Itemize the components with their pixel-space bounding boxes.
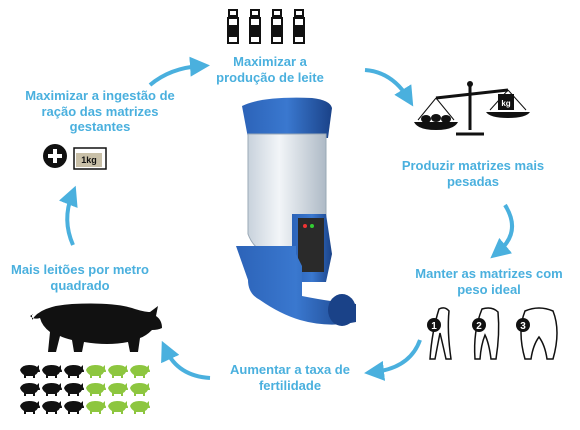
piglet-icon [42,365,62,378]
piglet-icon [86,383,106,396]
piglet-icon [130,365,150,378]
stage-piglets-label: Mais leitões por metro quadrado [11,262,149,293]
cycle-arrow-icon [364,339,422,381]
milk-bottle-icon [227,9,239,44]
piglet-icon [64,365,84,378]
cycle-arrow-icon [364,68,414,107]
stage-feed-intake-label: Maximizar a ingestão de ração das matriz… [25,88,175,134]
balance-scale-icon: kg [414,81,530,136]
milk-bottles [227,9,305,44]
sow-rear-icon: 2 [472,307,500,360]
milk-bottle-icon [249,9,261,44]
sow-rears: 1 2 3 [427,307,558,360]
piglet-icon [42,383,62,396]
scale-weight-text: kg [501,99,510,108]
cycle-arrow-icon [490,203,514,259]
sow-silhouette-icon [30,303,162,352]
piglet-icon [20,401,40,414]
piglet-icon [64,383,84,396]
milk-bottle-icon [293,9,305,44]
piglet-icon [86,365,106,378]
piglet-icon [42,401,62,414]
stage-ideal-weight-label: Manter as matrizes com peso ideal [415,266,563,297]
piglet-icon [108,365,128,378]
score-1-text: 1 [431,321,437,332]
feeder-image [236,97,356,326]
cycle-arrow-icon [59,185,78,246]
cycle-arrow-icon [148,56,210,87]
feed-intake-icons: 1kg [43,144,107,170]
piglet-icon [64,401,84,414]
piglet-icon [20,365,40,378]
sow-rear-icon: 1 [427,307,452,360]
sow-rear-icon: 3 [516,307,558,360]
stage-milk-label: Maximizar a produção de leite [216,54,324,85]
cycle-arrow-icon [161,340,211,380]
piglet-icon [130,401,150,414]
stage-fertility-label: Aumentar a taxa de fertilidade [230,362,350,393]
piglet-icon [130,383,150,396]
piglet-icon [108,401,128,414]
feed-bag-icon: 1kg [73,147,107,170]
milk-bottle-icon [271,9,283,44]
stage-heavier-label: Produzir matrizes mais pesadas [401,158,545,189]
score-3-text: 3 [520,321,526,332]
score-2-text: 2 [476,321,482,332]
piglet-icon [20,383,40,396]
piglet-icon [108,383,128,396]
piglet-grid [18,363,153,419]
piglet-icon [86,401,106,414]
feed-bag-text: 1kg [81,155,97,165]
plus-icon [43,144,67,168]
